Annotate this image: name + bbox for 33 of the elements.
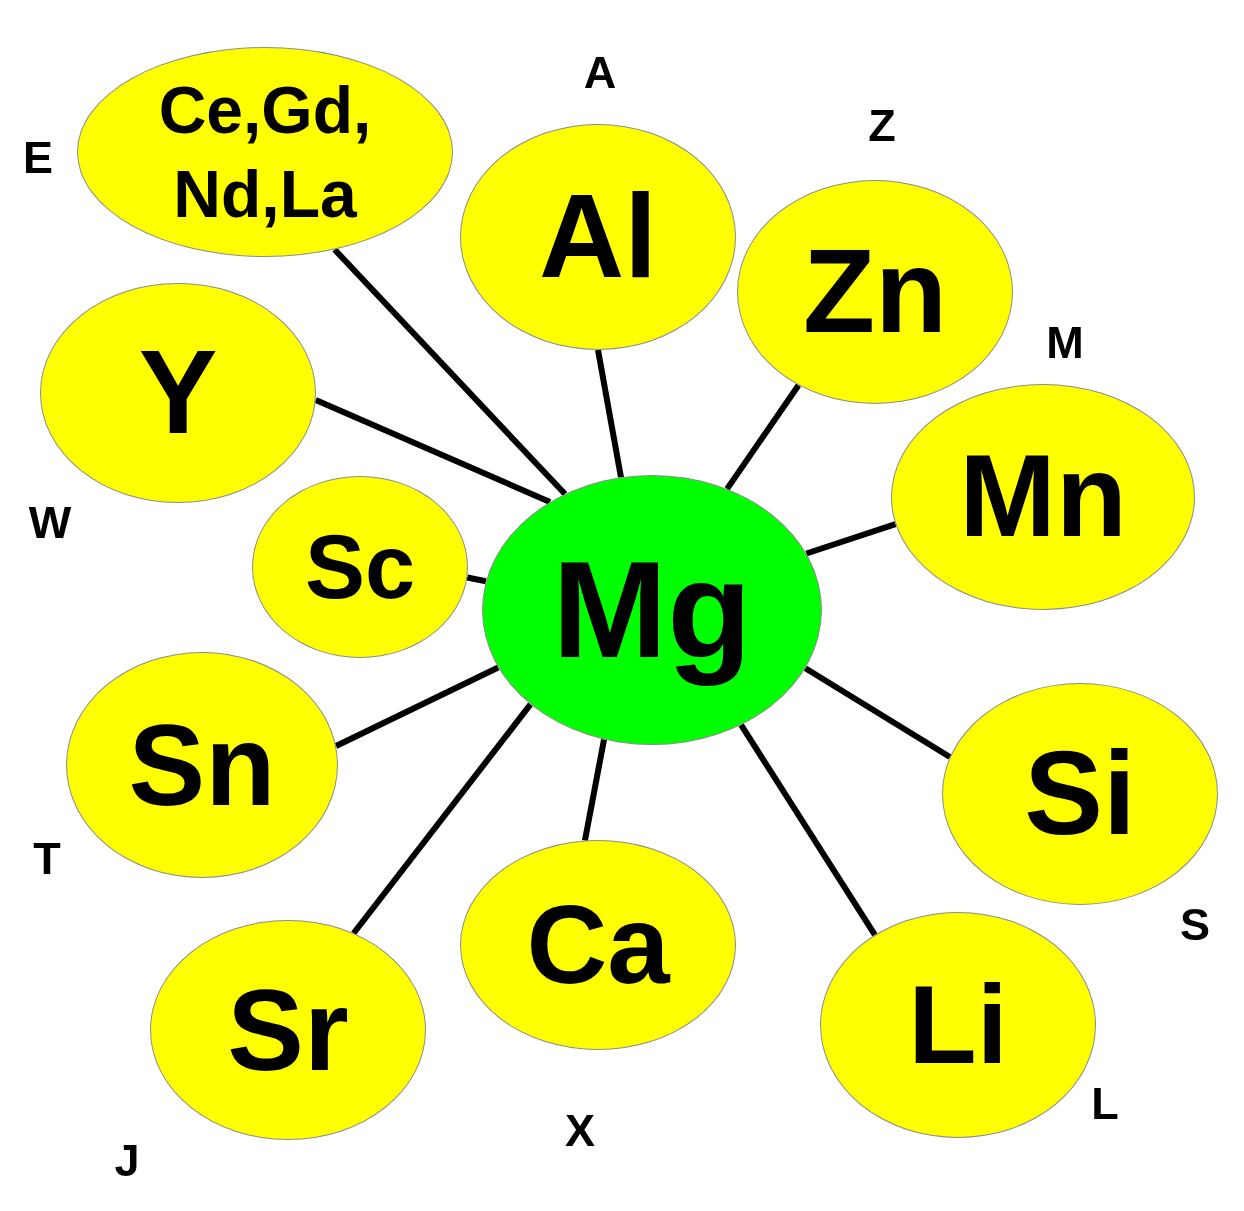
element-symbol: Zn xyxy=(802,224,948,360)
alloy-code-letter: J xyxy=(114,1137,140,1183)
element-symbol: Ce,Gd, Nd,La xyxy=(157,71,373,233)
element-symbol: Sn xyxy=(128,700,276,831)
element-symbol: Al xyxy=(539,169,657,305)
alloy-code-letter: M xyxy=(1046,319,1084,365)
connector-line xyxy=(581,738,607,842)
element-symbol: Li xyxy=(908,960,1008,1089)
alloy-code-letter: L xyxy=(1091,1080,1119,1126)
connector-line xyxy=(466,574,487,585)
element-symbol: Sr xyxy=(227,965,349,1096)
connector-line xyxy=(351,702,533,936)
connector-line xyxy=(724,383,801,491)
element-symbol: Sc xyxy=(304,516,416,619)
connector-line xyxy=(595,349,624,478)
connector-line xyxy=(803,665,952,760)
element-symbol: Y xyxy=(138,325,218,461)
element-symbol: Ca xyxy=(526,880,670,1009)
connector-line xyxy=(805,521,897,557)
element-symbol: Si xyxy=(1024,726,1136,862)
alloy-code-letter: X xyxy=(565,1107,595,1153)
alloy-code-letter: W xyxy=(28,499,72,545)
alloy-code-letter: E xyxy=(23,134,53,180)
alloy-code-letter: Z xyxy=(868,102,896,148)
alloy-code-letter: A xyxy=(583,49,617,95)
connector-line xyxy=(314,397,552,505)
connector-line xyxy=(334,664,500,749)
element-symbol: Mn xyxy=(959,430,1127,564)
connector-line xyxy=(738,723,878,937)
connector-line xyxy=(332,247,568,497)
element-symbol: Mg xyxy=(552,531,752,689)
alloy-code-letter: S xyxy=(1180,901,1210,947)
alloy-code-letter: T xyxy=(33,835,61,881)
